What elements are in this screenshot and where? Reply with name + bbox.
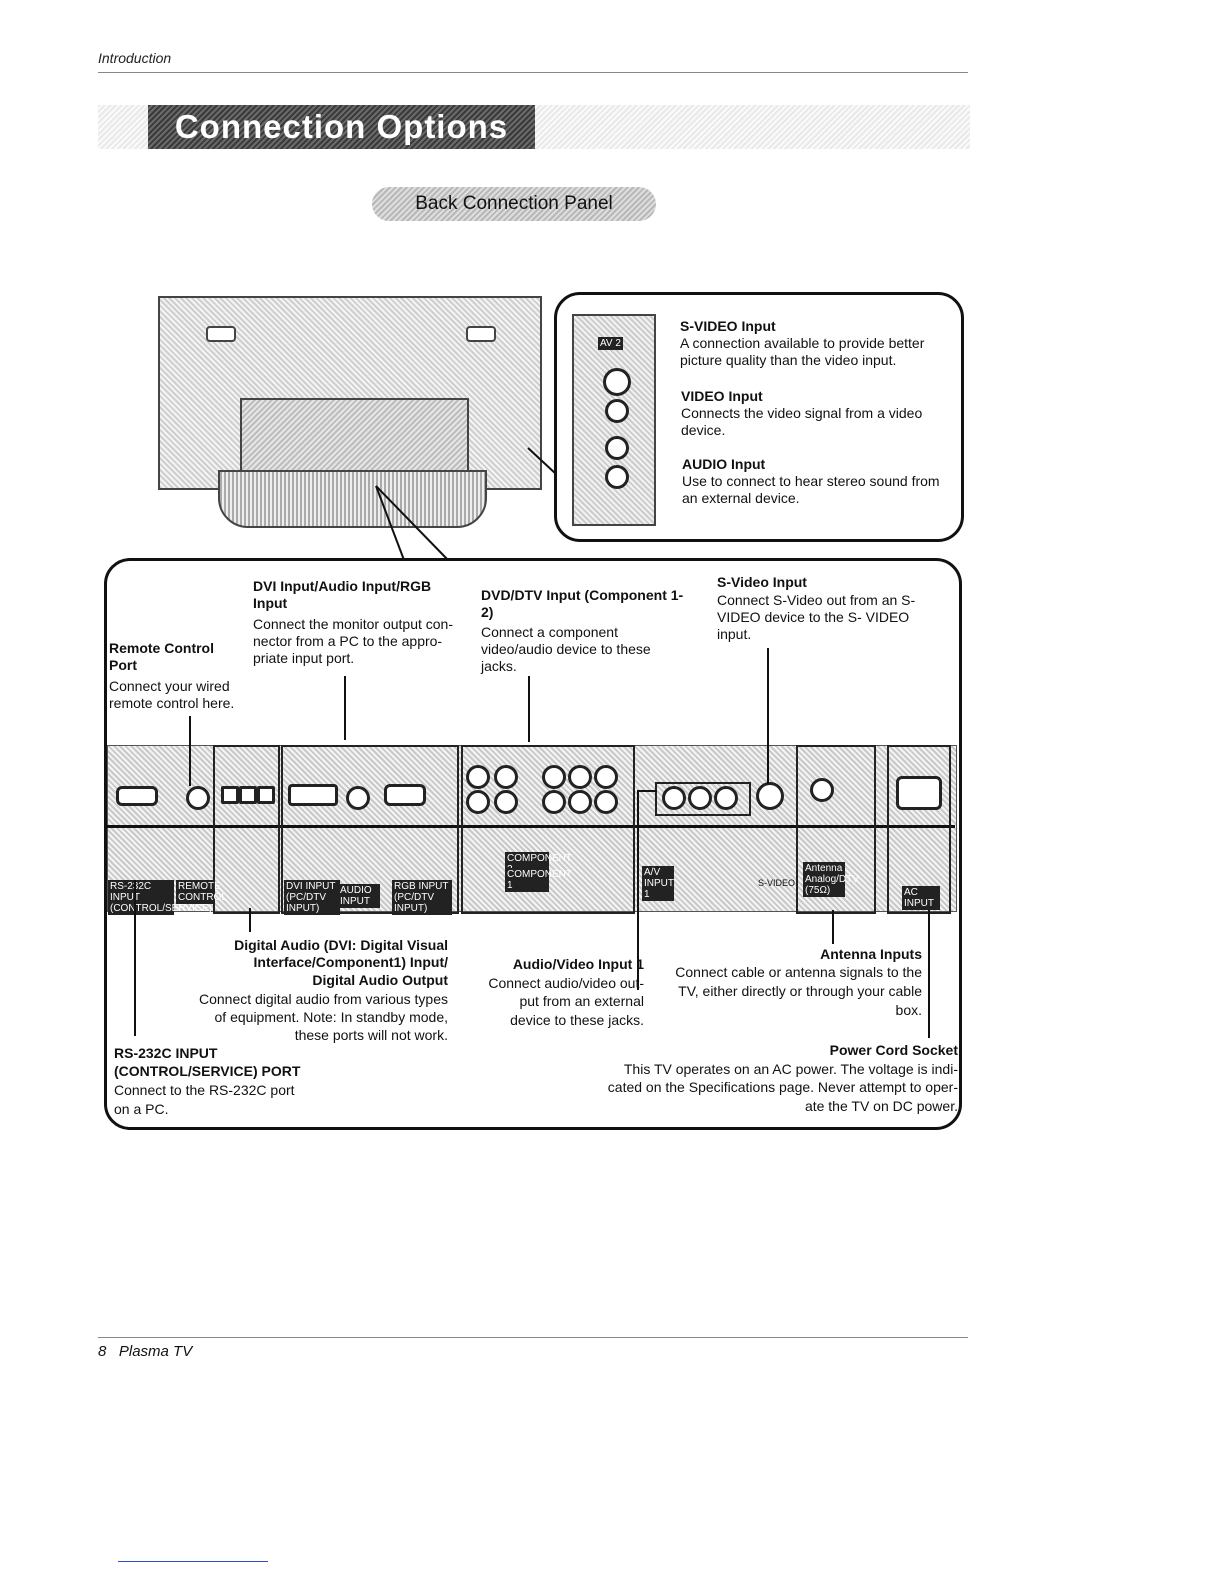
component-jack-icon: [568, 790, 592, 814]
svideo-body: A connection available to provide better…: [680, 335, 948, 369]
digital-body-3: these ports will not work.: [140, 1027, 448, 1044]
antenna-port-icon: [810, 778, 834, 802]
leader-power: [928, 910, 930, 1038]
av1-video-jack-icon: [662, 786, 686, 810]
panel-label-comp1: COMPONENT 1: [505, 868, 549, 892]
leader-digital: [249, 908, 251, 932]
dvi-heading: DVI Input/Audio Input/RGB Input: [253, 578, 453, 612]
rs232-heading-1: RS-232C INPUT: [114, 1045, 217, 1062]
remote-port-icon: [186, 786, 210, 810]
svideo-heading: S-VIDEO Input: [680, 318, 776, 335]
product-name: Plasma TV: [119, 1343, 192, 1360]
rgb-port-icon: [384, 784, 426, 806]
audio-l-jack-icon: [605, 436, 629, 460]
leader-remote: [189, 716, 191, 786]
footer-rule: [98, 1337, 968, 1338]
av1-audio-r-jack-icon: [714, 786, 738, 810]
power-body-1: This TV operates on an AC power. The vol…: [540, 1061, 958, 1078]
ac-socket-icon: [896, 776, 942, 810]
panel-label-remote: REMOTE CONTROL: [176, 880, 214, 904]
page-number: 8: [98, 1343, 106, 1360]
leader-av1-h: [637, 790, 657, 792]
av1-body-3: device to these jacks.: [460, 1012, 644, 1029]
svideo-port-icon: [756, 782, 784, 810]
antenna-heading: Antenna Inputs: [700, 946, 922, 963]
antenna-body-3: box.: [652, 1002, 922, 1019]
remote-body: Connect your wired remote control here.: [109, 678, 249, 712]
video-heading: VIDEO Input: [681, 388, 763, 405]
video-body: Connects the video signal from a video d…: [681, 405, 949, 439]
leader-antenna: [832, 910, 834, 944]
digital-audio-segment: [213, 745, 280, 914]
optical-in-2-icon: [239, 786, 257, 804]
rs232-heading-2: (CONTROL/SERVICE) PORT: [114, 1063, 300, 1080]
power-body-3: ate the TV on DC power.: [540, 1098, 958, 1115]
digital-body-1: Connect digital audio from various types: [140, 991, 448, 1008]
digital-heading-3: Digital Audio Output: [160, 972, 448, 989]
panel-label-antenna: Antenna Analog/DTV (75Ω): [803, 862, 845, 897]
audio-r-jack-icon: [605, 465, 629, 489]
component-jack-icon: [594, 790, 618, 814]
pc-audio-port-icon: [346, 786, 370, 810]
av1-body-2: put from an external: [460, 993, 644, 1010]
svideo-jack-icon: [603, 368, 631, 396]
power-heading: Power Cord Socket: [700, 1042, 958, 1059]
leader-dvi: [344, 676, 346, 740]
dvd-heading: DVD/DTV Input (Component 1-2): [481, 587, 691, 621]
component-jack-icon: [568, 765, 592, 789]
panel-label-av1: A/V INPUT 1: [642, 866, 674, 901]
av1-body-1: Connect audio/video out-: [460, 975, 644, 992]
panel-label-rgb: RGB INPUT (PC/DTV INPUT): [392, 880, 452, 915]
leader-svideo2: [767, 648, 769, 784]
leader-rs232: [134, 880, 136, 1036]
panel-label-ac: AC INPUT: [902, 886, 940, 910]
panel-label-dvi: DVI INPUT (PC/DTV INPUT): [284, 880, 340, 915]
optical-out-icon: [257, 786, 275, 804]
rs232-port-icon: [116, 786, 158, 806]
side-strip-label: AV 2: [598, 337, 623, 350]
component-jack-icon: [594, 765, 618, 789]
component-jack-icon: [542, 790, 566, 814]
optical-in-1-icon: [221, 786, 239, 804]
remote-heading: Remote Control Port: [109, 640, 239, 674]
dvi-port-icon: [288, 784, 338, 806]
audio-body: Use to connect to hear stereo sound from…: [682, 473, 942, 507]
leader-dvd: [528, 676, 530, 742]
dvd-body: Connect a component video/audio device t…: [481, 624, 673, 675]
footer-underline: [118, 1561, 268, 1562]
component-jack-icon: [494, 790, 518, 814]
digital-body-2: of equipment. Note: In standby mode,: [140, 1009, 448, 1026]
dvi-body: Connect the monitor output con- nector f…: [253, 616, 471, 667]
av1-heading: Audio/Video Input 1: [470, 956, 644, 973]
antenna-body-2: TV, either directly or through your cabl…: [652, 983, 922, 1000]
component-jack-icon: [542, 765, 566, 789]
video-jack-icon: [605, 399, 629, 423]
svideo2-body: Connect S-Video out from an S-VIDEO devi…: [717, 592, 922, 643]
svideo2-heading: S-Video Input: [717, 574, 807, 591]
component-jack-icon: [494, 765, 518, 789]
power-body-2: cated on the Specifications page. Never …: [540, 1079, 958, 1096]
digital-heading-2: Interface/Component1) Input/: [160, 954, 448, 971]
component-jack-icon: [466, 790, 490, 814]
rs232-body-2: on a PC.: [114, 1101, 168, 1118]
antenna-body-1: Connect cable or antenna signals to the: [652, 964, 922, 981]
panel-label-rs232: RS-232C INPUT (CONTROL/SERVICE): [108, 880, 174, 915]
page-footer: 8 Plasma TV: [98, 1343, 192, 1360]
component-jack-icon: [466, 765, 490, 789]
rs232-body-1: Connect to the RS-232C port: [114, 1082, 295, 1099]
audio-heading: AUDIO Input: [682, 456, 765, 473]
panel-label-svideo: S-VIDEO: [758, 878, 795, 888]
digital-heading-1: Digital Audio (DVI: Digital Visual: [160, 937, 448, 954]
av1-audio-l-jack-icon: [688, 786, 712, 810]
panel-label-audio: AUDIO INPUT: [338, 884, 380, 908]
